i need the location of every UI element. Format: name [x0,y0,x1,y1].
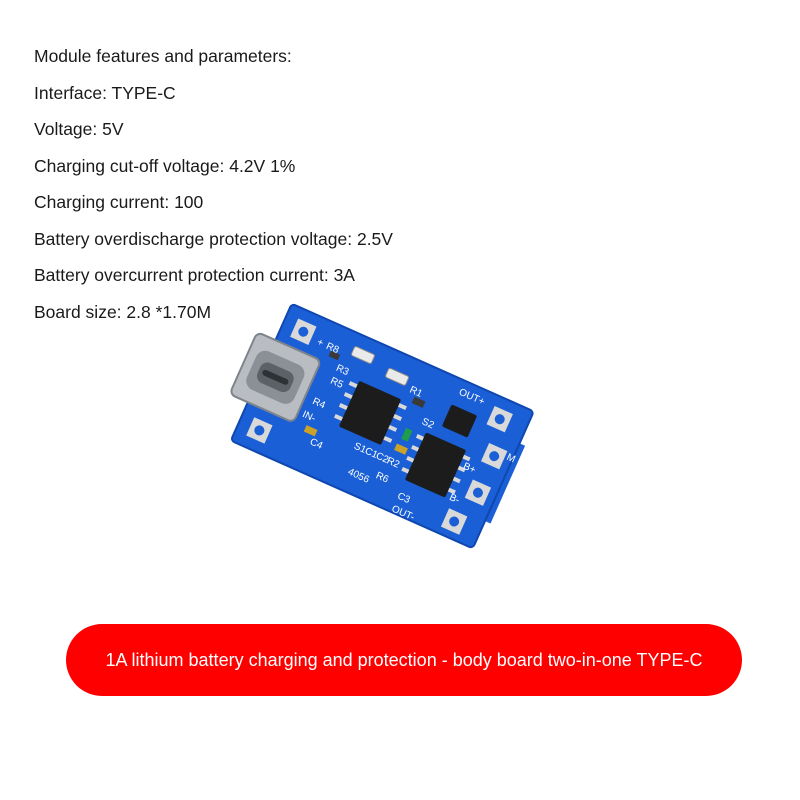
silk-r6: R6 [374,470,391,485]
silk-r3: R3 [334,363,351,378]
feature-heading: Module features and parameters: [34,46,292,66]
silk-m: M [505,452,517,465]
mosfet-chip [442,404,477,438]
feature-list: Module features and parameters: Interfac… [34,38,393,330]
silk-r4: R4 [311,396,328,411]
silk-plus: + [315,337,325,349]
pcb-board-icon: + R8 R3 R5 R4 IN- C4 R1 S1 C1 C2 R2 R6 S… [230,303,534,549]
silk-s2: S2 [420,416,436,431]
silk-c1: C1 [363,446,380,461]
silk-b-plus: B+ [461,461,477,476]
feature-board-size: Board size: 2.8 *1.70M [34,301,212,322]
feature-cutoff-voltage: Charging cut-off voltage: 4.2V 1% [34,155,296,176]
capacitor [303,425,318,437]
led-indicator [351,346,375,364]
feature-interface: Interface: TYPE-C [34,82,176,103]
silk-s1: S1 [352,441,368,456]
protection-chip [401,432,471,498]
capacitor [394,443,408,455]
pad-top-left [290,318,317,345]
banner-text: 1A lithium battery charging and protecti… [105,649,703,670]
product-title-banner: 1A lithium battery charging and protecti… [66,624,742,696]
silk-in-minus: IN- [301,409,318,424]
silk-r5: R5 [329,376,346,391]
feature-overcurrent-current: Battery overcurrent protection current: … [34,265,355,285]
usb-type-c-connector [230,332,321,422]
pad-b-minus [464,479,492,506]
feature-charging-current: Charging current: 100 [34,192,204,212]
pad-b-plus [481,442,508,470]
pad-out-minus [440,508,468,535]
silk-r1: R1 [408,385,425,400]
silk-r2: R2 [385,455,402,470]
silk-r8: R8 [324,341,341,356]
charger-chip [334,381,407,445]
led-green [401,427,413,442]
feature-voltage: Voltage: 5V [34,119,124,139]
pad-bottom-left [246,417,273,444]
resistor [328,350,341,361]
led-indicator [385,367,410,386]
product-photo: + R8 R3 R5 R4 IN- C4 R1 S1 C1 C2 R2 R6 S… [225,285,535,570]
pad-out-plus [486,405,513,433]
silk-c4: C4 [308,437,325,452]
silk-c2: C2 [374,451,391,466]
feature-overdischarge-voltage: Battery overdischarge protection voltage… [34,228,393,249]
silk-b-minus: B- [447,492,461,506]
silk-c3: C3 [395,491,412,506]
resistor [411,396,426,408]
